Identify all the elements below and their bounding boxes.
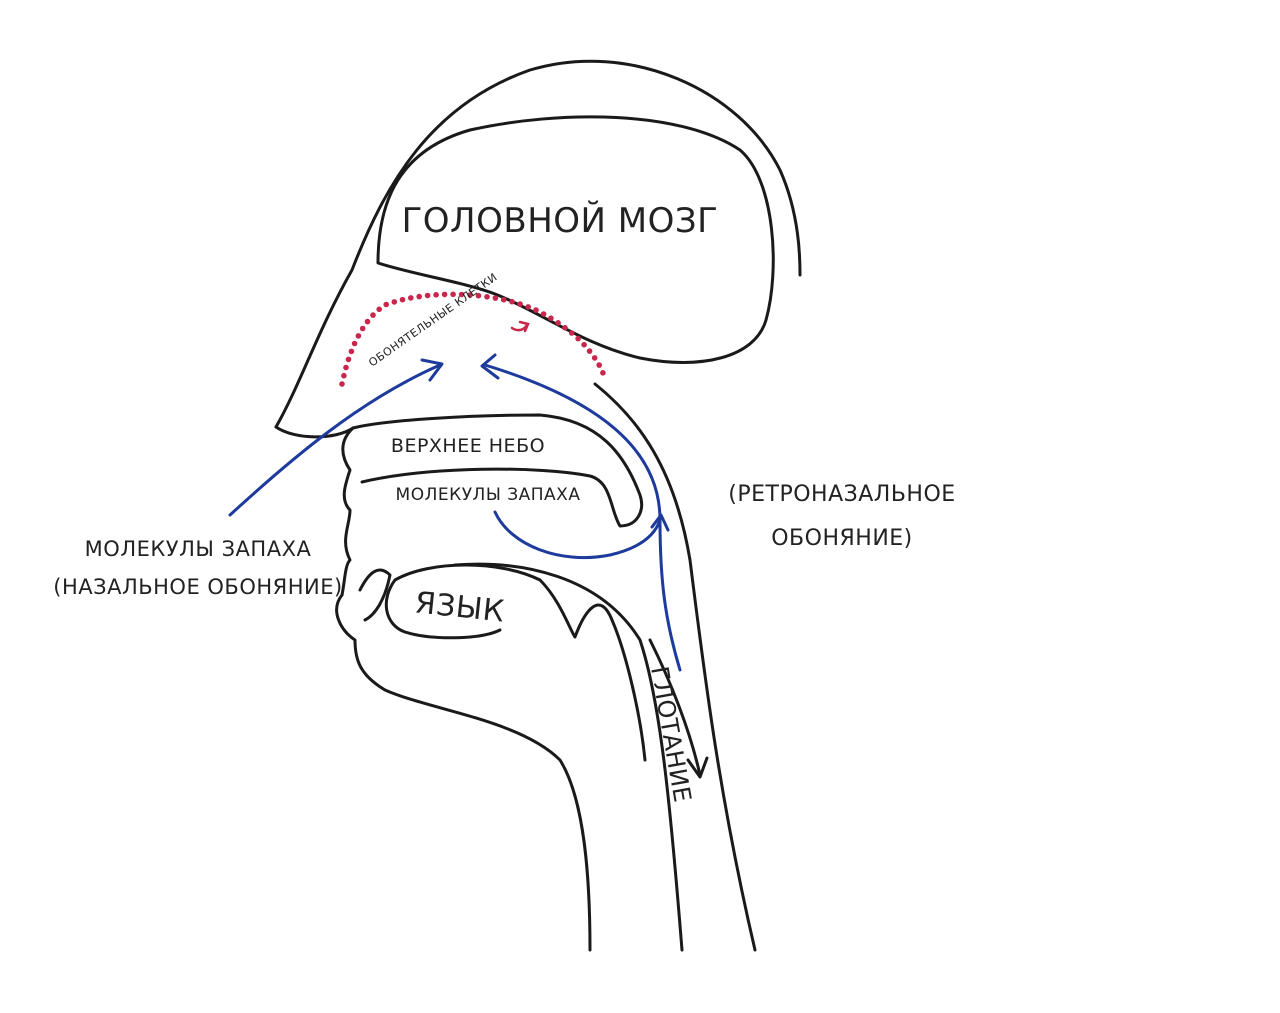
lower-jaw-inner xyxy=(358,568,392,622)
olfactory-cell-dot xyxy=(416,293,423,300)
mouth-airflow-arrow xyxy=(493,510,662,560)
tongue-lower-curve xyxy=(384,578,502,640)
odor-molecules-nasal-label-line1: МОЛЕКУЛЫ ЗАПАХА xyxy=(85,537,312,561)
olfactory-cell-dot xyxy=(424,292,431,299)
airflow-arrows xyxy=(228,353,682,672)
tongue-label: ЯЗЫК xyxy=(413,585,506,629)
olfactory-cell-dot xyxy=(562,325,568,331)
olfactory-cell-dot xyxy=(540,311,547,317)
olfactory-cell-dot xyxy=(433,292,439,298)
olfactory-red-arrow xyxy=(510,320,530,333)
olfactory-cell-dot xyxy=(517,301,523,307)
olfactory-cell-dot xyxy=(376,306,383,313)
olfactory-cell-dot xyxy=(343,364,349,371)
olfactory-cell-dot xyxy=(364,318,371,325)
olfactory-cell-dot xyxy=(370,312,376,318)
retronasal-airflow-arrowhead xyxy=(480,353,500,380)
olfactory-cell-dot xyxy=(351,340,358,347)
nasal-airflow-arrowhead xyxy=(420,358,444,382)
olfactory-cell-dot xyxy=(339,381,345,387)
olfactory-cell-dot xyxy=(345,356,352,363)
olfactory-cell-dot xyxy=(408,295,414,301)
upper-face-profile xyxy=(340,426,355,597)
olfactory-cell-dot xyxy=(555,320,561,326)
retronasal-label-line1: (РЕТРОНАЗАЛЬНОЕ xyxy=(728,482,955,507)
odor-molecules-inner-label: МОЛЕКУЛЫ ЗАПАХА xyxy=(396,485,581,505)
olfactory-cell-dot xyxy=(359,325,366,332)
olfactory-cell-dot xyxy=(391,299,398,305)
olfactory-cell-dot xyxy=(548,315,554,322)
retronasal-label-line2: ОБОНЯНИЕ) xyxy=(771,526,913,551)
tongue-outline xyxy=(393,563,647,762)
nasal-airflow-arrow xyxy=(228,363,442,517)
swallowing-arrowhead xyxy=(686,756,709,779)
upper-palate-label: ВЕРХНЕЕ НЕБО xyxy=(391,435,545,457)
olfactory-cell-dot xyxy=(399,296,406,303)
olfactory-cell-dot xyxy=(500,296,507,303)
olfactory-cell-dot xyxy=(600,370,606,376)
odor-molecules-nasal-label-line2: (НАЗАЛЬНОЕ ОБОНЯНИЕ) xyxy=(53,575,342,599)
olfactory-cell-dot xyxy=(450,291,456,298)
olfactory-cell-dot xyxy=(441,291,448,298)
olfactory-cell-dot xyxy=(383,301,390,308)
olfactory-cell-dot xyxy=(492,295,499,301)
olfactory-cell-dot xyxy=(341,372,347,379)
olfactory-cells-label: ОБОНЯТЕЛЬНЫЕ КЛЕТКИ xyxy=(366,270,500,369)
soft-palate-and-pharynx-front xyxy=(453,562,684,952)
olfactory-cell-dot xyxy=(591,355,598,361)
lower-lip-and-chin xyxy=(335,593,592,952)
olfactory-cell-dot xyxy=(568,330,575,336)
olfactory-cell-dot xyxy=(509,298,515,305)
olfactory-cell-dot xyxy=(484,294,490,300)
pharynx-back-wall xyxy=(593,382,757,952)
olfactory-cell-dot xyxy=(575,335,581,342)
olfactory-cell-dot xyxy=(355,333,362,339)
olfactory-cell-dot xyxy=(586,348,593,354)
retronasal-airflow-arrow xyxy=(483,363,682,672)
olfactory-cell-dot xyxy=(348,348,355,355)
brain-label: ГОЛОВНОЙ МОЗГ xyxy=(402,200,719,241)
olfactory-cell-dot xyxy=(581,341,587,348)
mouth-airflow-arrowhead xyxy=(650,513,670,532)
olfactory-cell-dot xyxy=(596,362,602,368)
olfactory-cell-dot xyxy=(475,292,482,299)
skull-outer-line xyxy=(274,59,802,429)
olfactory-cell-dot xyxy=(525,304,531,310)
olfactory-cell-dot xyxy=(467,292,473,298)
olfactory-cell-dot xyxy=(533,307,539,313)
olfactory-cell-dot xyxy=(458,291,465,298)
nose-bottom-and-nasal-floor xyxy=(274,413,644,528)
swallowing-arrow xyxy=(648,638,709,779)
head-outline xyxy=(274,59,802,952)
olfactory-cells-dots xyxy=(339,291,606,387)
swallowing-arrow-line xyxy=(648,638,702,777)
brain-outline xyxy=(376,115,775,364)
